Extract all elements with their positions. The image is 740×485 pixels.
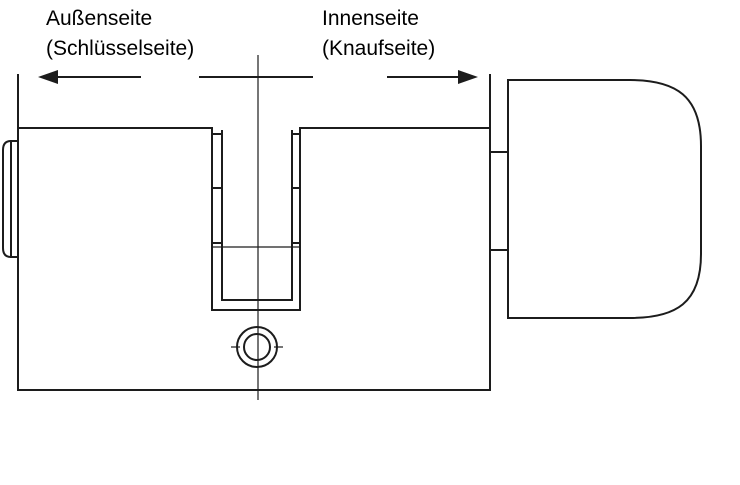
label-outside: Außenseite (Schlüsselseite) xyxy=(46,4,194,64)
right-arrow-icon xyxy=(458,70,478,84)
cylinder-body xyxy=(17,74,491,391)
label-inside-line2: (Knaufseite) xyxy=(322,37,436,60)
knob-neck xyxy=(489,151,509,251)
left-arrow-icon xyxy=(38,70,58,84)
fixing-screw-hole xyxy=(231,326,283,368)
label-inside-line1: Innenseite xyxy=(322,7,419,30)
key-side-plug xyxy=(2,140,19,258)
knob xyxy=(507,79,702,319)
label-outside-line1: Außenseite xyxy=(46,7,153,30)
label-outside-line2: (Schlüsselseite) xyxy=(46,37,195,60)
cam-section xyxy=(211,127,301,311)
dimension-line xyxy=(38,70,478,84)
label-inside: Innenseite (Knaufseite) xyxy=(322,4,435,64)
